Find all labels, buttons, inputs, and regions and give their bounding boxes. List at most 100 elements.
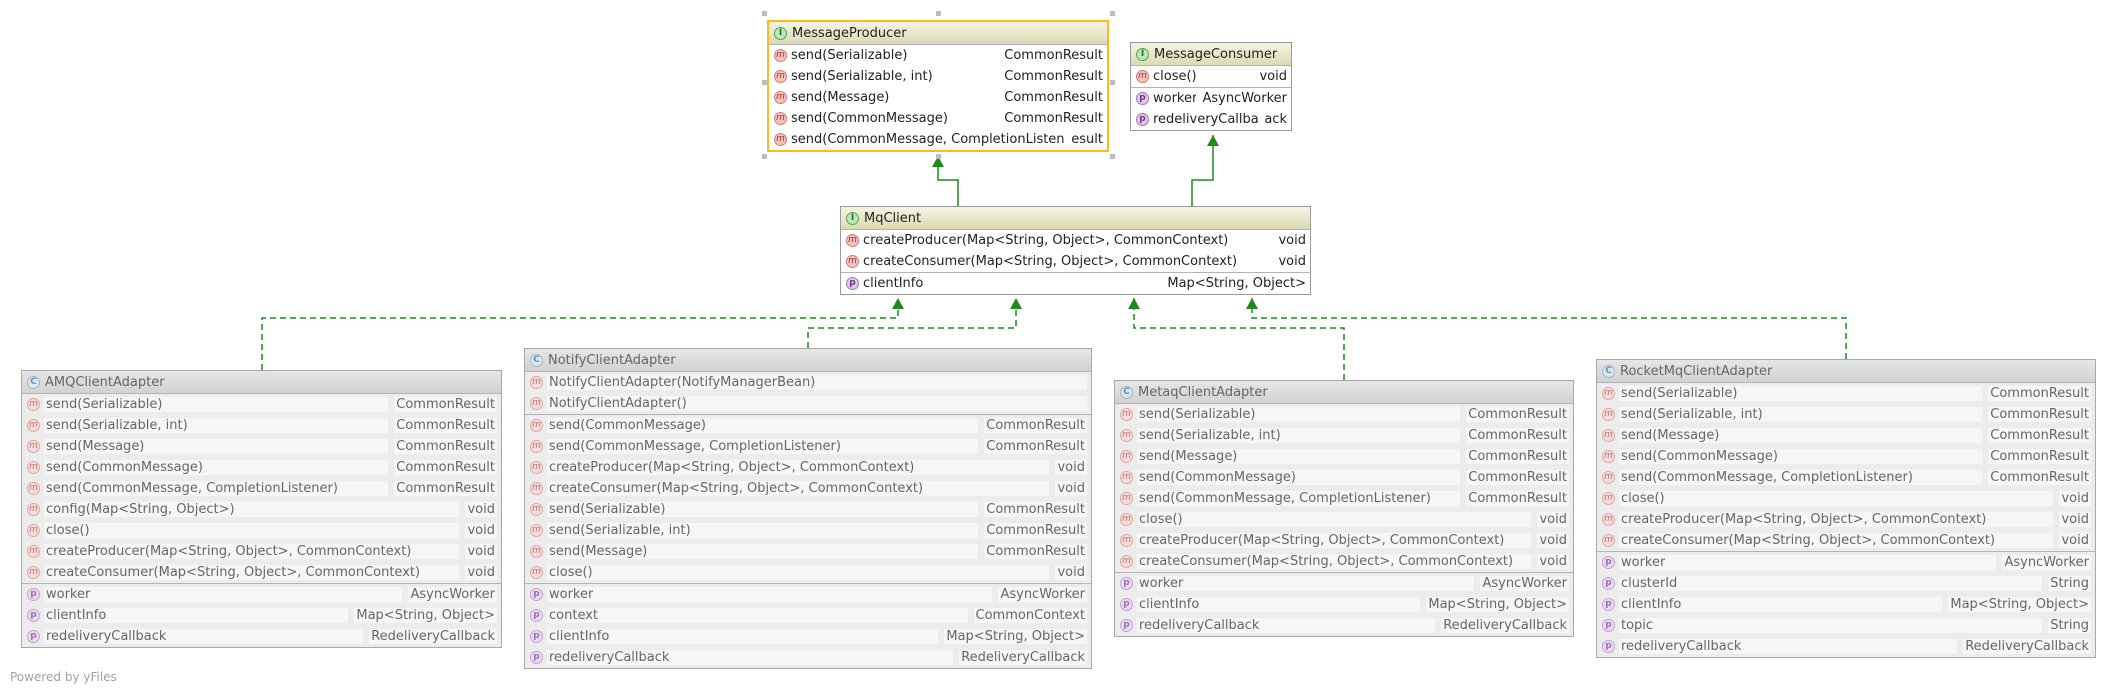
member-signature: redeliveryCallback bbox=[1619, 639, 1958, 654]
member-signature: topic bbox=[1619, 618, 2043, 633]
selection-handle[interactable] bbox=[936, 154, 941, 159]
member-type: void bbox=[1055, 481, 1087, 496]
member-signature: send(Message) bbox=[1137, 449, 1461, 464]
edge-rocketmqclientadapter-to-mqclient[interactable] bbox=[1246, 298, 1847, 359]
property-row[interactable]: predeliveryCallbackack bbox=[1131, 109, 1291, 130]
edge-notifyclientadapter-to-mqclient[interactable] bbox=[807, 298, 1022, 348]
method-icon: m bbox=[530, 503, 543, 516]
selection-handle[interactable] bbox=[1110, 80, 1115, 85]
member-type: CommonResult bbox=[1466, 428, 1569, 443]
selection-handle[interactable] bbox=[762, 154, 767, 159]
edge-metaqclientadapter-to-mqclient[interactable] bbox=[1128, 298, 1345, 380]
interface-icon: I bbox=[846, 211, 859, 225]
selection-handle[interactable] bbox=[762, 80, 767, 85]
edge-mqclient-to-messageconsumer[interactable] bbox=[1191, 135, 1219, 206]
edge-mqclient-to-messageproducer[interactable] bbox=[932, 156, 959, 206]
selection-handle[interactable] bbox=[1110, 11, 1115, 16]
selection-handle[interactable] bbox=[762, 11, 767, 16]
member-type: String bbox=[2048, 618, 2091, 633]
member-type: CommonResult bbox=[1988, 449, 2091, 464]
selection-handle[interactable] bbox=[936, 11, 941, 16]
method-icon: m bbox=[27, 566, 40, 579]
selection-handle[interactable] bbox=[1110, 154, 1115, 159]
member-type: AsyncWorker bbox=[2002, 555, 2091, 570]
